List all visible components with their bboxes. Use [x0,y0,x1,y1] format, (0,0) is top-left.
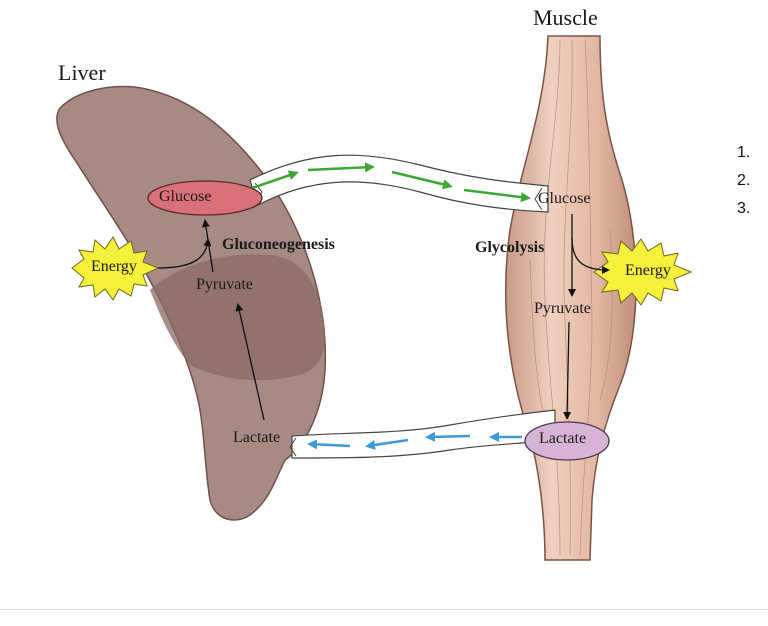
liver-title: Liver [58,60,106,85]
list-number-3: 3. [737,200,751,217]
list-number-1: 1. [737,144,751,161]
bottom-divider [0,609,768,610]
muscle-energy-label: Energy [625,262,671,279]
liver-shape [56,85,327,521]
liver-pathway-arrows [157,219,265,421]
muscle-pyruvate-label: Pyruvate [534,300,591,317]
liver-glucose-oval [147,180,263,216]
lactate-vessel [289,409,556,459]
liver-energy-label: Energy [91,258,137,275]
lactate-transport-arrows [307,431,522,450]
list-number-2: 2. [737,172,751,189]
liver-glucose-label: Glucose [159,188,212,205]
muscle-glucose-label: Glucose [538,190,591,207]
gluconeogenesis-label: Gluconeogenesis [222,236,335,253]
liver-lactate-label: Lactate [233,429,281,446]
muscle-lactate-oval [524,421,610,461]
muscle-lactate-label: Lactate [539,430,587,447]
muscle-shape [504,35,637,561]
muscle-pathway-arrows [563,214,610,420]
muscle-title: Muscle [533,5,598,30]
glucose-vessel [249,154,549,213]
glucose-transport-arrows [251,162,531,203]
glycolysis-label: Glycolysis [475,239,545,256]
liver-pyruvate-label: Pyruvate [196,276,253,293]
muscle-energy-burst [593,238,693,306]
